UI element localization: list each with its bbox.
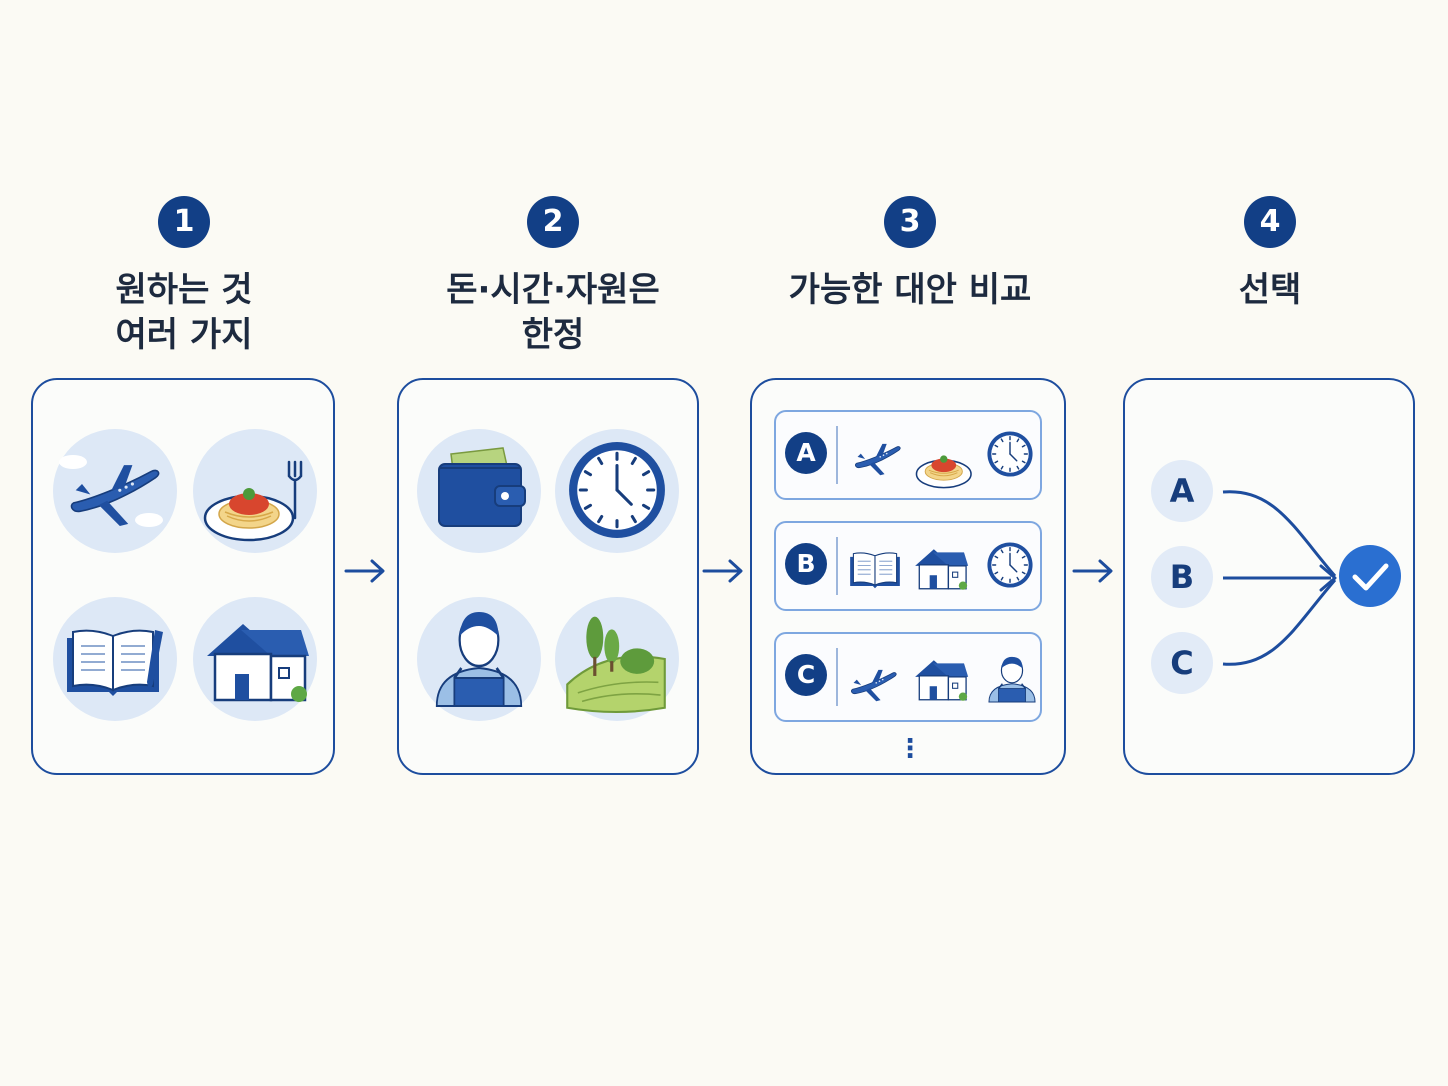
book-icon — [66, 629, 160, 697]
resources-panel — [397, 378, 699, 775]
divider — [836, 426, 838, 484]
flow-arrow — [702, 559, 743, 583]
option-badge: C — [785, 654, 827, 696]
step-title: 가능한 대안 비교 — [788, 270, 1032, 310]
checkmark-icon — [1339, 545, 1401, 607]
choice-c: C — [1151, 632, 1213, 694]
divider — [836, 648, 838, 706]
choice-b: B — [1151, 546, 1213, 608]
option-badge: B — [785, 543, 827, 585]
more-options-indicator: ⋮ — [897, 734, 923, 764]
clock-icon — [567, 440, 667, 540]
step-3-header: 3 가능한 대안 비교 — [760, 196, 1060, 313]
pen-icon — [147, 630, 163, 692]
resource-icons — [417, 429, 679, 721]
option-row-a: A — [774, 410, 1042, 500]
step-number-badge: 2 — [527, 196, 579, 248]
step-title: 돈·시간·자원은 한정 — [446, 270, 660, 355]
option-row-b: B — [774, 521, 1042, 611]
person-icon — [988, 656, 1036, 703]
spaghetti-icon — [915, 454, 972, 489]
wants-panel — [31, 378, 335, 775]
flow-arrow — [344, 559, 385, 583]
house-icon — [914, 659, 969, 702]
step-number-badge: 1 — [158, 196, 210, 248]
step-number-badge: 3 — [884, 196, 936, 248]
airplane-icon — [854, 443, 901, 476]
book-icon — [849, 552, 901, 589]
clock-icon — [986, 430, 1034, 478]
step-number-badge: 4 — [1244, 196, 1296, 248]
option-badge: A — [785, 432, 827, 474]
choice-a: A — [1151, 460, 1213, 522]
step-title: 원하는 것 여러 가지 — [115, 270, 253, 355]
choice-panel: A B C — [1123, 378, 1415, 775]
step-1-header: 1 원하는 것 여러 가지 — [84, 196, 284, 358]
house-icon — [914, 548, 969, 591]
step-4-header: 4 선택 — [1170, 196, 1370, 313]
divider — [836, 537, 838, 595]
clock-icon — [986, 541, 1034, 589]
option-row-c: C — [774, 632, 1042, 722]
wants-icons — [53, 429, 317, 721]
step-title: 선택 — [1238, 270, 1302, 310]
choice-connectors — [1222, 490, 1401, 666]
alternatives-panel: A B C ⋮ — [750, 378, 1066, 775]
step-2-header: 2 돈·시간·자원은 한정 — [413, 196, 693, 358]
airplane-icon — [850, 669, 897, 702]
flow-arrow — [1072, 559, 1113, 583]
